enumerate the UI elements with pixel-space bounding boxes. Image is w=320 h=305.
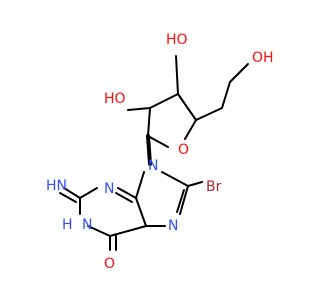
atom-h-n1: H (62, 217, 73, 233)
bond-c6-c5 (109, 225, 147, 237)
bond-c1-c2 (147, 107, 151, 137)
bond-c4-c5 (195, 107, 223, 121)
molecule-svg: HO HO OH O N N N N H HN Br O (46, 32, 274, 272)
bond-n3-c2 (79, 187, 98, 199)
bond-c2-nh-double (59, 192, 77, 203)
bond-c8-n7 (179, 185, 189, 215)
bond-c2-nh (63, 187, 81, 199)
atom-oh-5: OH (252, 50, 274, 66)
bond-c5-c6 (221, 81, 231, 109)
bond-n1-c6 (87, 225, 111, 237)
bond-c2-oh (127, 107, 151, 111)
molecule-drawing: HO HO OH O N N N N H HN Br O (46, 32, 274, 272)
bond-c5-c4 (135, 197, 147, 227)
bond-c2-c3 (149, 93, 179, 109)
bond-c6-oh (229, 63, 249, 83)
bond-c4-n3 (117, 187, 137, 199)
atom-oh-2: HO (104, 91, 126, 107)
atom-labels: HO HO OH O N N N N H HN Br O (46, 32, 274, 272)
bond-c8-br (187, 181, 203, 187)
atom-o-carbonyl: O (104, 256, 115, 272)
bond-o-c1 (147, 135, 169, 148)
bond-c1-n9 (146, 134, 152, 166)
bond-c4-o (184, 119, 197, 140)
bond-n9-c8 (161, 171, 189, 187)
atom-n1: N (82, 217, 92, 233)
atom-n7: N (168, 218, 178, 234)
atom-n9: N (148, 158, 158, 174)
bond-c4-n3-double (115, 192, 133, 203)
bond-c8-n7-double (176, 189, 185, 213)
bond-c3-c4 (177, 93, 197, 121)
bond-c4-n9 (135, 171, 145, 199)
bonds (59, 55, 249, 251)
bond-c3-oh (175, 55, 179, 95)
atom-oh-3: HO (166, 32, 188, 48)
atom-br: Br (206, 179, 222, 195)
atom-o-ring: O (178, 142, 189, 158)
atom-n3: N (104, 181, 114, 197)
atom-nh-imino: HN (46, 178, 67, 194)
